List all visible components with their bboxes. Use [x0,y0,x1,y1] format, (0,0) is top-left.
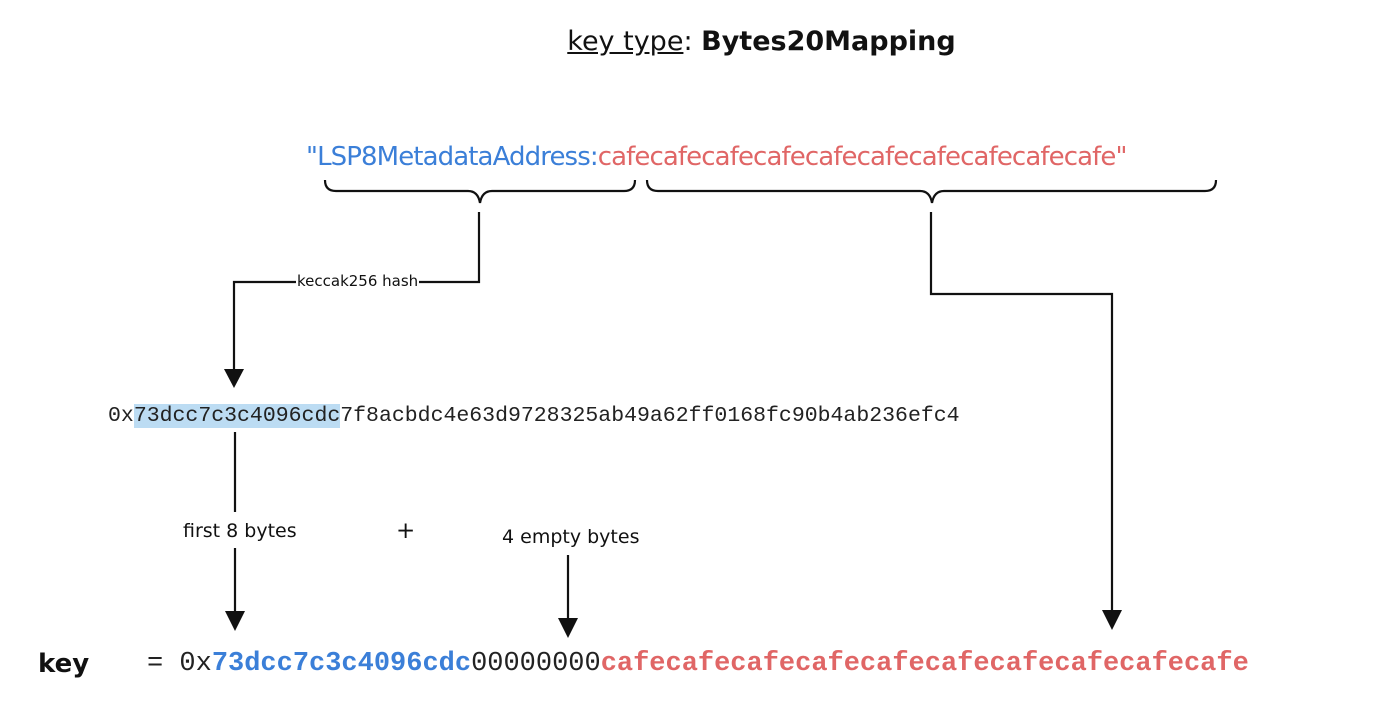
title-value: Bytes20Mapping [701,26,956,57]
suffix-arrowhead [1102,610,1122,630]
hash-rest: 7f8acbdc4e63d9728325ab49a62ff0168fc90b4a… [340,404,960,428]
second-word: cafecafecafecafecafecafecafecafecafecafe [597,142,1117,172]
right-brace [645,179,1218,204]
key-label: key [38,649,90,679]
title-separator: : [683,26,702,57]
source-string: "LSP8MetadataAddress:cafecafecafecafecaf… [306,139,1127,175]
title-prefix: key type [567,26,684,57]
key-zeros: 00000000 [471,649,601,679]
first-bytes-arrowhead [225,611,245,631]
open-quote: " [306,142,318,172]
key-prefix: 0x [179,649,212,679]
key-last-part: cafecafecafecafecafecafecafecafecafecafe [600,649,1249,679]
keccak-connector [232,212,481,372]
first-word: LSP8MetadataAddress [317,142,591,172]
hash-value: 0x73dcc7c3c4096cdc7f8acbdc4e63d9728325ab… [108,402,960,430]
key-value: = 0x73dcc7c3c4096cdc00000000cafecafecafe… [147,646,1249,682]
hash-highlighted: 73dcc7c3c4096cdc [133,404,341,428]
plus-sign: + [396,518,416,544]
keccak-arrowhead [224,369,244,388]
empty-bytes-arrowhead [558,618,578,638]
keccak-label: keccak256 hash [296,272,420,290]
key-first-part: 73dcc7c3c4096cdc [211,649,472,679]
diagram-title: key type: Bytes20Mapping [0,24,1395,60]
left-brace [323,179,637,204]
hash-prefix: 0x [108,404,134,428]
empty-bytes-label: 4 empty bytes [502,526,640,548]
close-quote: " [1115,142,1128,172]
first-bytes-label: first 8 bytes [183,520,297,542]
key-equals: = [147,649,180,679]
suffix-connector [929,212,1114,612]
colon: : [589,142,599,172]
